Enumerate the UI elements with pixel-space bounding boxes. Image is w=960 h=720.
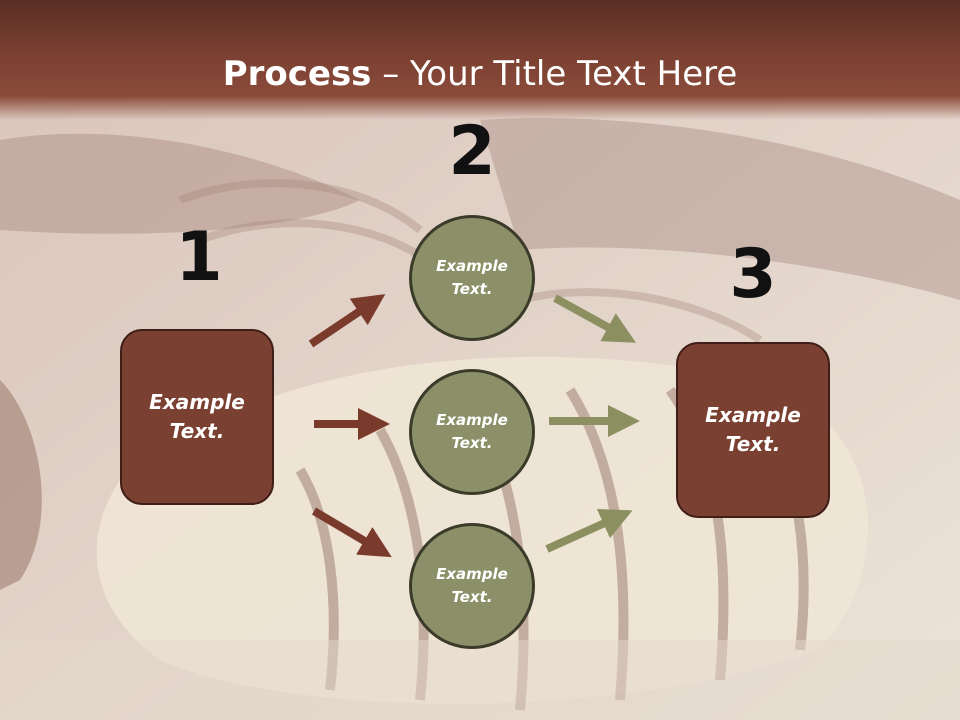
step-number-1: 1 bbox=[175, 218, 223, 297]
right-arrows bbox=[545, 294, 640, 553]
step-3-label: Example Text. bbox=[705, 403, 801, 456]
title-rest: – Your Title Text Here bbox=[371, 54, 738, 94]
arrow-2-top-to-3 bbox=[553, 294, 637, 343]
step-3-box: Example Text. bbox=[676, 342, 830, 518]
step-2-middle-label: Example Text. bbox=[436, 411, 508, 452]
title-band bbox=[0, 0, 960, 120]
step-2-circle-bottom: Example Text. bbox=[409, 523, 535, 649]
step-1-label: Example Text. bbox=[149, 390, 245, 443]
step-2-circle-middle: Example Text. bbox=[409, 369, 535, 495]
title-bold: Process bbox=[222, 54, 372, 94]
arrow-1-to-2-top bbox=[308, 294, 386, 348]
step-2-bottom-label: Example Text. bbox=[436, 565, 508, 606]
step-number-3: 3 bbox=[729, 235, 777, 314]
step-2-top-label: Example Text. bbox=[436, 257, 508, 298]
arrow-1-to-2-bottom bbox=[311, 507, 392, 558]
slide-title: Process – Your Title Text Here bbox=[0, 52, 960, 96]
left-arrows bbox=[308, 294, 392, 558]
step-2-circle-top: Example Text. bbox=[409, 215, 535, 341]
step-1-box: Example Text. bbox=[120, 329, 274, 505]
step-number-2: 2 bbox=[448, 112, 496, 191]
arrow-2-bottom-to-3 bbox=[545, 508, 633, 553]
